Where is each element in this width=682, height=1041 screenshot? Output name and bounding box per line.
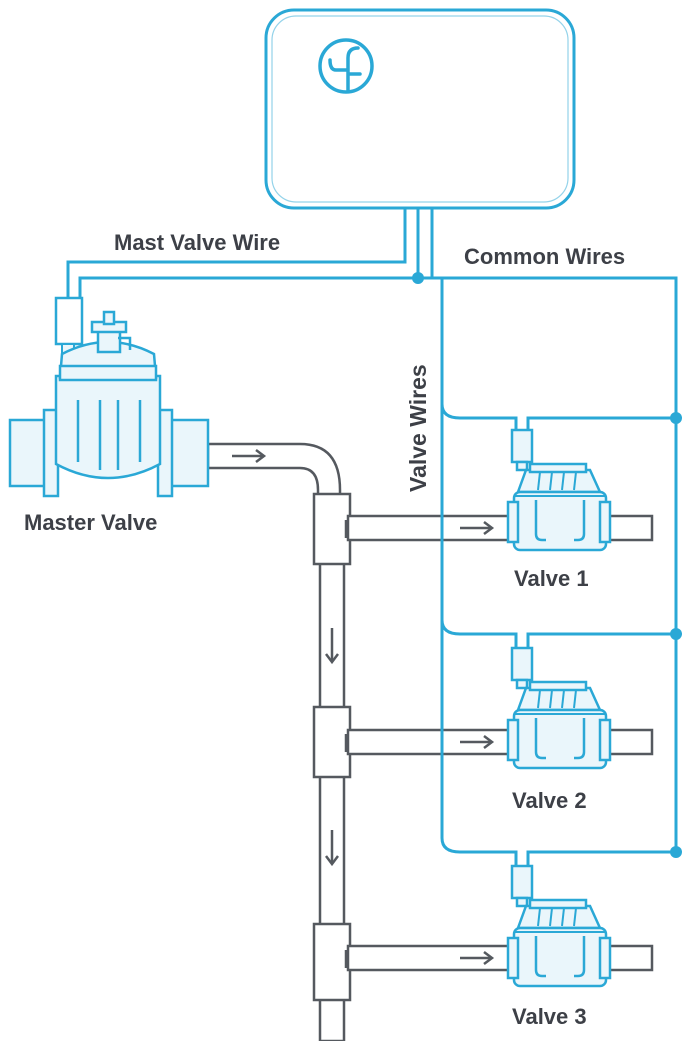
valve-3-label: Valve 3 — [512, 1004, 587, 1029]
master-valve-label: Master Valve — [24, 510, 157, 535]
arrow-icon — [232, 449, 267, 463]
tee-fitting-1 — [312, 492, 352, 566]
wiring — [66, 208, 682, 866]
arrow-icon — [460, 735, 495, 749]
valve-3-wires — [440, 837, 676, 866]
controller-box — [264, 8, 576, 210]
valve-1-wires — [440, 403, 676, 430]
master-valve-wire-label: Mast Valve Wire — [114, 230, 280, 255]
common-wire-to-master — [78, 276, 418, 300]
main-pipe-horizontal — [206, 442, 342, 500]
tee-fitting-3 — [312, 922, 352, 1002]
wire-junction — [670, 628, 682, 640]
wire-junction — [670, 412, 682, 424]
tree-logo-icon — [318, 38, 374, 94]
common-wires-label: Common Wires — [464, 244, 625, 269]
arrow-icon — [460, 951, 495, 965]
wire-junction — [670, 846, 682, 858]
flow-arrows — [232, 449, 495, 965]
wire-junction — [412, 272, 424, 284]
arrow-icon — [460, 521, 495, 535]
valve-1-label: Valve 1 — [514, 566, 589, 591]
arrow-icon — [325, 830, 339, 867]
master-valve-wire — [66, 208, 407, 300]
master-valve — [8, 296, 210, 498]
zone-valve-1 — [506, 428, 612, 552]
tee-fitting-2 — [312, 705, 352, 779]
pipe-network — [206, 442, 654, 1041]
zone-valves — [506, 428, 612, 988]
zone-valve-3 — [506, 864, 612, 988]
common-wire — [416, 208, 678, 852]
valve-wires-label: Valve Wires — [405, 364, 431, 492]
valve-2-wires — [440, 619, 676, 648]
arrow-icon — [325, 628, 339, 665]
valve-2-label: Valve 2 — [512, 788, 587, 813]
zone-valve-2 — [506, 646, 612, 770]
valve-wire-trunk — [430, 208, 444, 838]
